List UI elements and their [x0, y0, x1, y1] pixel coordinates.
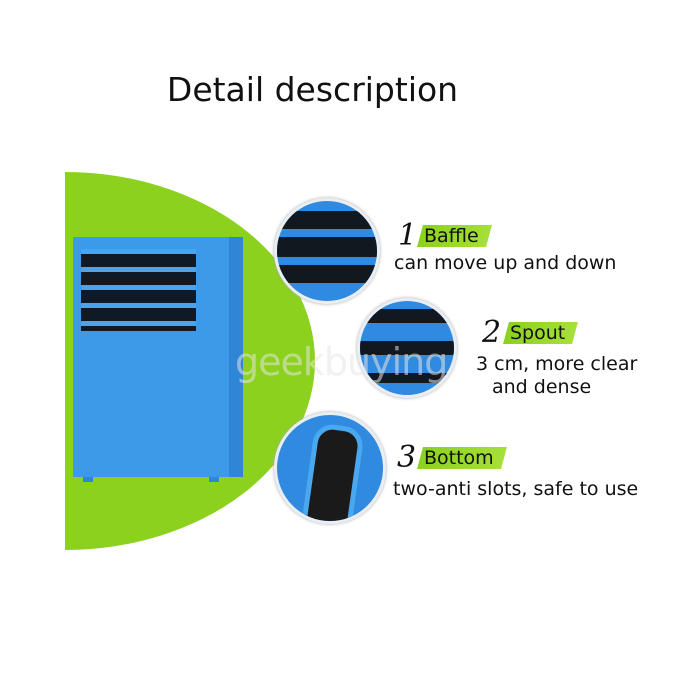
- feature-description: and dense: [492, 376, 592, 398]
- feature-number: 3: [397, 440, 417, 475]
- feature-number: 1: [398, 218, 418, 253]
- feature-name-tag: Baffle: [417, 225, 492, 247]
- baffle-detail-image: [274, 198, 380, 304]
- feature-description: can move up and down: [394, 252, 617, 274]
- bottom-detail-image: [274, 412, 386, 524]
- air-cooler-fan-image: [73, 237, 243, 482]
- feature-name-tag: Bottom: [417, 447, 507, 469]
- fan-grille: [81, 249, 196, 331]
- watermark: geekbuying: [235, 340, 448, 384]
- spout-detail-image: [357, 298, 457, 398]
- feature-name-tag: Spout: [503, 322, 579, 344]
- feature-description: two-anti slots, safe to use: [393, 478, 639, 500]
- feature-description: 3 cm, more clear: [476, 353, 638, 375]
- feature-number: 2: [482, 315, 502, 350]
- page-title: Detail description: [166, 70, 459, 109]
